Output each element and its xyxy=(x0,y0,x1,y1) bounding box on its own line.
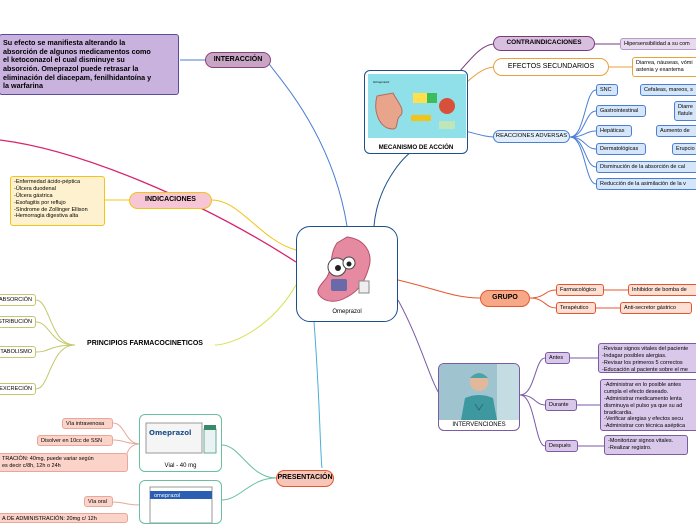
grupo-node[interactable]: GRUPO xyxy=(480,290,530,307)
iv-dissolve[interactable]: Disolver en 10cc de SSN xyxy=(37,435,113,446)
interaccion-detail-text: Su efecto se manifiesta alterando la abs… xyxy=(3,38,152,91)
farmaco-absorcion[interactable]: ABSORCIÓN xyxy=(0,294,36,306)
oral-admin[interactable]: A DE ADMINISTRACIÓN: 20mg c/ 12h xyxy=(0,513,128,523)
oral-card[interactable]: omeprazol xyxy=(139,480,222,524)
vial-illustration: Omeprazol xyxy=(145,422,217,454)
reaccion-absorcion-calcio[interactable]: Disminución de la absorción de cal xyxy=(596,161,696,173)
center-label: Omeprazol xyxy=(332,309,362,315)
intervencion-durante-detail[interactable]: -Administrar en lo posible antes cumpla … xyxy=(600,379,696,431)
reaccion-snc-detail[interactable]: Cefaleas, mareos, s xyxy=(640,84,696,96)
vial-brand-text: Omeprazol xyxy=(149,429,191,437)
svg-text:Omeprazol: Omeprazol xyxy=(373,80,390,84)
center-node[interactable]: Omeprazol xyxy=(296,226,398,322)
contraindicaciones-detail[interactable]: Hipersensibilidad a su com xyxy=(620,38,696,50)
presentacion-node[interactable]: PRESENTACIÓN xyxy=(276,470,334,487)
farmaco-node[interactable]: PRINCIPIOS FARMACOCINETICOS xyxy=(87,340,203,347)
oral-brand-text: omeprazol xyxy=(154,493,180,499)
reaccion-gastrointestinal-detail[interactable]: Diarre flatule xyxy=(674,101,696,121)
reacciones-node[interactable]: REACCIONES ADVERSAS xyxy=(493,130,570,143)
reaccion-hepaticas[interactable]: Hepáticas xyxy=(596,125,632,137)
reaccion-hepaticas-detail[interactable]: Aumento de xyxy=(656,125,696,137)
stomach-illustration xyxy=(317,236,371,302)
grupo-terapeutico-detail[interactable]: Anti-secretor gástrico xyxy=(620,302,692,314)
intervencion-despues[interactable]: Después xyxy=(545,440,578,452)
intervencion-antes-detail[interactable]: -Revisar signos vitales del paciente -In… xyxy=(598,343,696,373)
efectos-node[interactable]: EFECTOS SECUNDARIOS xyxy=(493,58,609,76)
indicaciones-detail[interactable]: -Enfermedad ácido-péptica -Úlcera duoden… xyxy=(10,176,105,226)
intervenciones-card[interactable]: INTERVENCIONES xyxy=(438,363,520,431)
mecanismo-card[interactable]: Omeprazol MECANISMO DE ACCIÓN xyxy=(364,70,468,154)
mecanismo-title: MECANISMO DE ACCIÓN xyxy=(378,144,454,151)
contraindicaciones-node[interactable]: CONTRAINDICACIONES xyxy=(493,36,595,51)
grupo-farmacologico-detail[interactable]: Inhibidor de bomba de xyxy=(628,284,696,296)
intervenciones-title: INTERVENCIONES xyxy=(452,422,506,428)
reaccion-gastrointestinal[interactable]: Gastrointestinal xyxy=(596,105,646,117)
indicaciones-node[interactable]: INDICACIONES xyxy=(129,192,212,209)
oral-route[interactable]: Vía oral xyxy=(84,496,113,507)
grupo-farmacologico[interactable]: Farmacológico xyxy=(556,284,604,296)
reaccion-dermatologicas[interactable]: Dermatológicas xyxy=(596,143,646,155)
reaccion-dermatologicas-detail[interactable]: Erupcio xyxy=(672,143,696,155)
intervencion-durante[interactable]: Durante xyxy=(545,399,577,411)
reaccion-asimilacion-vitamina[interactable]: Reducción de la asimilación de la v xyxy=(596,178,696,190)
intervencion-antes[interactable]: Antes xyxy=(545,352,570,364)
grupo-terapeutico[interactable]: Terapéutico xyxy=(556,302,596,314)
farmaco-distribucion[interactable]: DISTRIBUCIÓN xyxy=(0,316,36,328)
reaccion-snc[interactable]: SNC xyxy=(596,84,618,96)
interaccion-node[interactable]: INTERACCIÓN xyxy=(205,52,271,68)
farmaco-excrecion[interactable]: EXCRECIÓN xyxy=(0,383,36,395)
iv-route[interactable]: Vía intravenosa xyxy=(62,418,113,429)
iv-admin[interactable]: TRACIÓN: 40mg, puede variar según es dec… xyxy=(0,453,128,472)
nurse-illustration xyxy=(439,364,519,420)
oral-box-illustration: omeprazol xyxy=(149,486,213,523)
intervencion-despues-detail[interactable]: -Monitorizar signos vitales. -Realizar r… xyxy=(604,435,688,455)
vial-card[interactable]: Omeprazol Vial - 40 mg xyxy=(139,414,222,472)
interaccion-detail-box[interactable]: Su efecto se manifiesta alterando la abs… xyxy=(0,34,179,95)
farmaco-metabolismo[interactable]: METABOLISMO xyxy=(0,346,36,358)
vial-caption: Vial - 40 mg xyxy=(164,463,197,469)
mecanismo-illustration: Omeprazol xyxy=(368,74,466,138)
efectos-detail[interactable]: Diarrea, náuseas, vómi astenia y exantem… xyxy=(632,57,696,77)
